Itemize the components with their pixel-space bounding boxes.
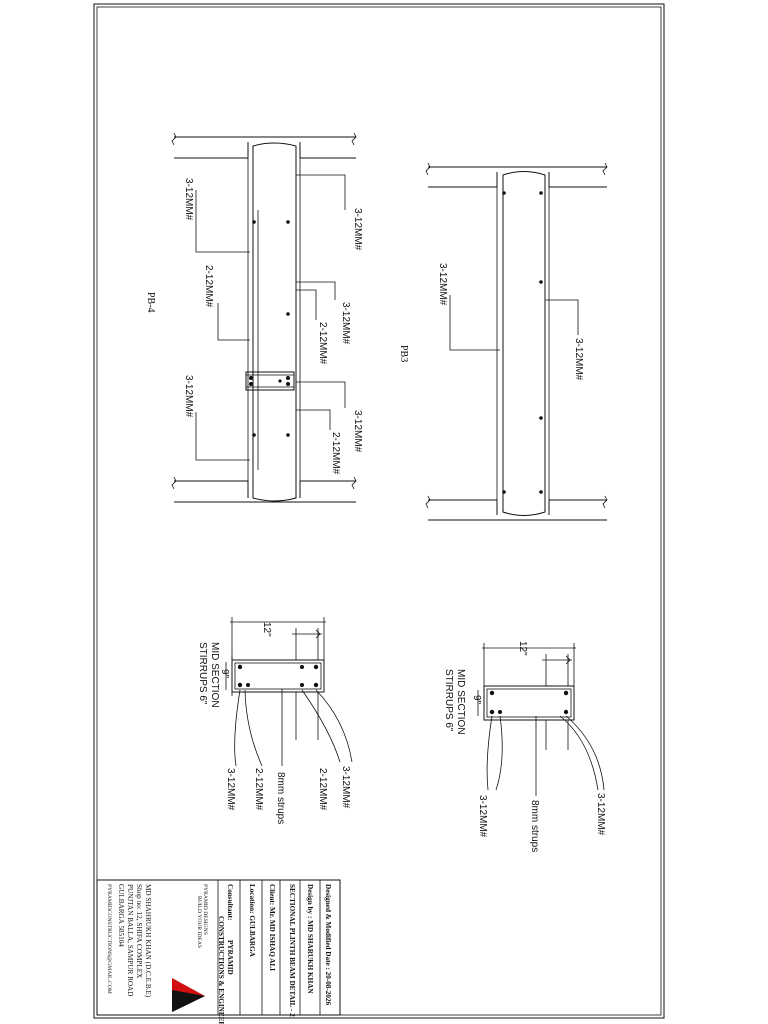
pb3-dim-12: 12" <box>517 641 528 656</box>
pb4-sec-label-3-12-right: 3-12MM# <box>340 766 351 809</box>
tb-design-by: Design by : MD SHARUKH KHAN <box>306 884 314 994</box>
pb4-label-top-left: 3-12MM# <box>183 178 194 221</box>
pb4-label-bot-left: 3-12MM# <box>183 375 194 418</box>
title-block <box>96 879 341 1016</box>
tb-company-line3: PUNJTAN BALLA, SAMPUR ROAD <box>126 884 134 996</box>
pb4-dim-9: 9" <box>219 669 230 679</box>
pb3-label-left: 3-12MM# <box>437 263 448 306</box>
pb4-stirrups: STIRRUPS 6" <box>197 642 208 705</box>
pb4-label-bot-right-2: 2-12MM# <box>330 432 341 475</box>
pb4-elevation <box>171 132 357 503</box>
tb-company-tag: BUILD YOUR IDEAS <box>196 896 202 948</box>
pb3-elevation <box>425 162 608 521</box>
pb4-title: PB-4 <box>145 292 156 313</box>
tb-company-line1: MD SHAHRUKH KHAN (D.C.E.B.E) <box>144 884 152 998</box>
pb4-sec-label-2-12-left: 2-12MM# <box>253 768 264 811</box>
pb3-section <box>477 643 605 796</box>
inner-border <box>96 6 662 1016</box>
tb-sheet-title: SECTIONAL PLINTH BEAM DETAIL - 2 <box>288 884 296 1017</box>
tb-company-email: PYRAMIDCONSTRUCTIONS@GMAIL.COM <box>106 884 112 994</box>
outer-border <box>93 3 665 1019</box>
pb4-sec-label-3-12-left: 3-12MM# <box>225 768 236 811</box>
pb4-label-mid-right-2: 2-12MM# <box>317 322 328 365</box>
pb3-dim-9: 9" <box>471 695 482 705</box>
pb4-label-mid-right-1: 3-12MM# <box>340 302 351 345</box>
tb-location: Location: GULBARGA <box>248 884 256 958</box>
pb3-mid-section: MID SECTION <box>455 669 466 735</box>
tb-company-line4: GULBARGA 585104 <box>117 884 125 947</box>
tb-company-line2: Shop no: 12, SHIFA COMPLEX <box>135 884 143 979</box>
pb4-dim-12: 12" <box>261 622 272 637</box>
pb3-sec-label-3-12-left: 3-12MM# <box>477 795 488 838</box>
pb4-sec-label-8mm: 8mm strups <box>275 772 286 824</box>
pb4-section <box>225 617 353 767</box>
pb3-stirrups: STIRRUPS 6" <box>443 669 454 732</box>
pb4-mid-section: MID SECTION <box>209 642 220 708</box>
pb4-label-bot-right-1: 3-12MM# <box>352 410 363 453</box>
tb-consultant-name-1: PYRAMID <box>226 940 234 975</box>
tb-consultant-name-2: CONSTRUCTIONS & ENGINEERS <box>217 916 225 1024</box>
tb-client: Client: Mr. MD ISHAQ ALI <box>268 884 276 971</box>
pb3-label-right: 3-12MM# <box>573 338 584 381</box>
tb-designed: Designed & Modified Date : 20-08-2026 <box>324 884 332 1006</box>
pb4-label-top-right: 3-12MM# <box>352 208 363 251</box>
company-logo <box>172 978 205 1012</box>
pb4-label-mid-left: 2-12MM# <box>203 265 214 308</box>
tb-company-brand: PYRAMID DESIGNS <box>202 884 208 935</box>
pb4-sec-label-2-12-right: 2-12MM# <box>317 768 328 811</box>
pb3-title: PB3 <box>398 345 409 362</box>
pb3-sec-label-3-12-right: 3-12MM# <box>595 793 606 836</box>
pb3-sec-label-8mm: 8mm strups <box>529 800 540 852</box>
tb-consultant: Consultant: <box>226 884 234 920</box>
